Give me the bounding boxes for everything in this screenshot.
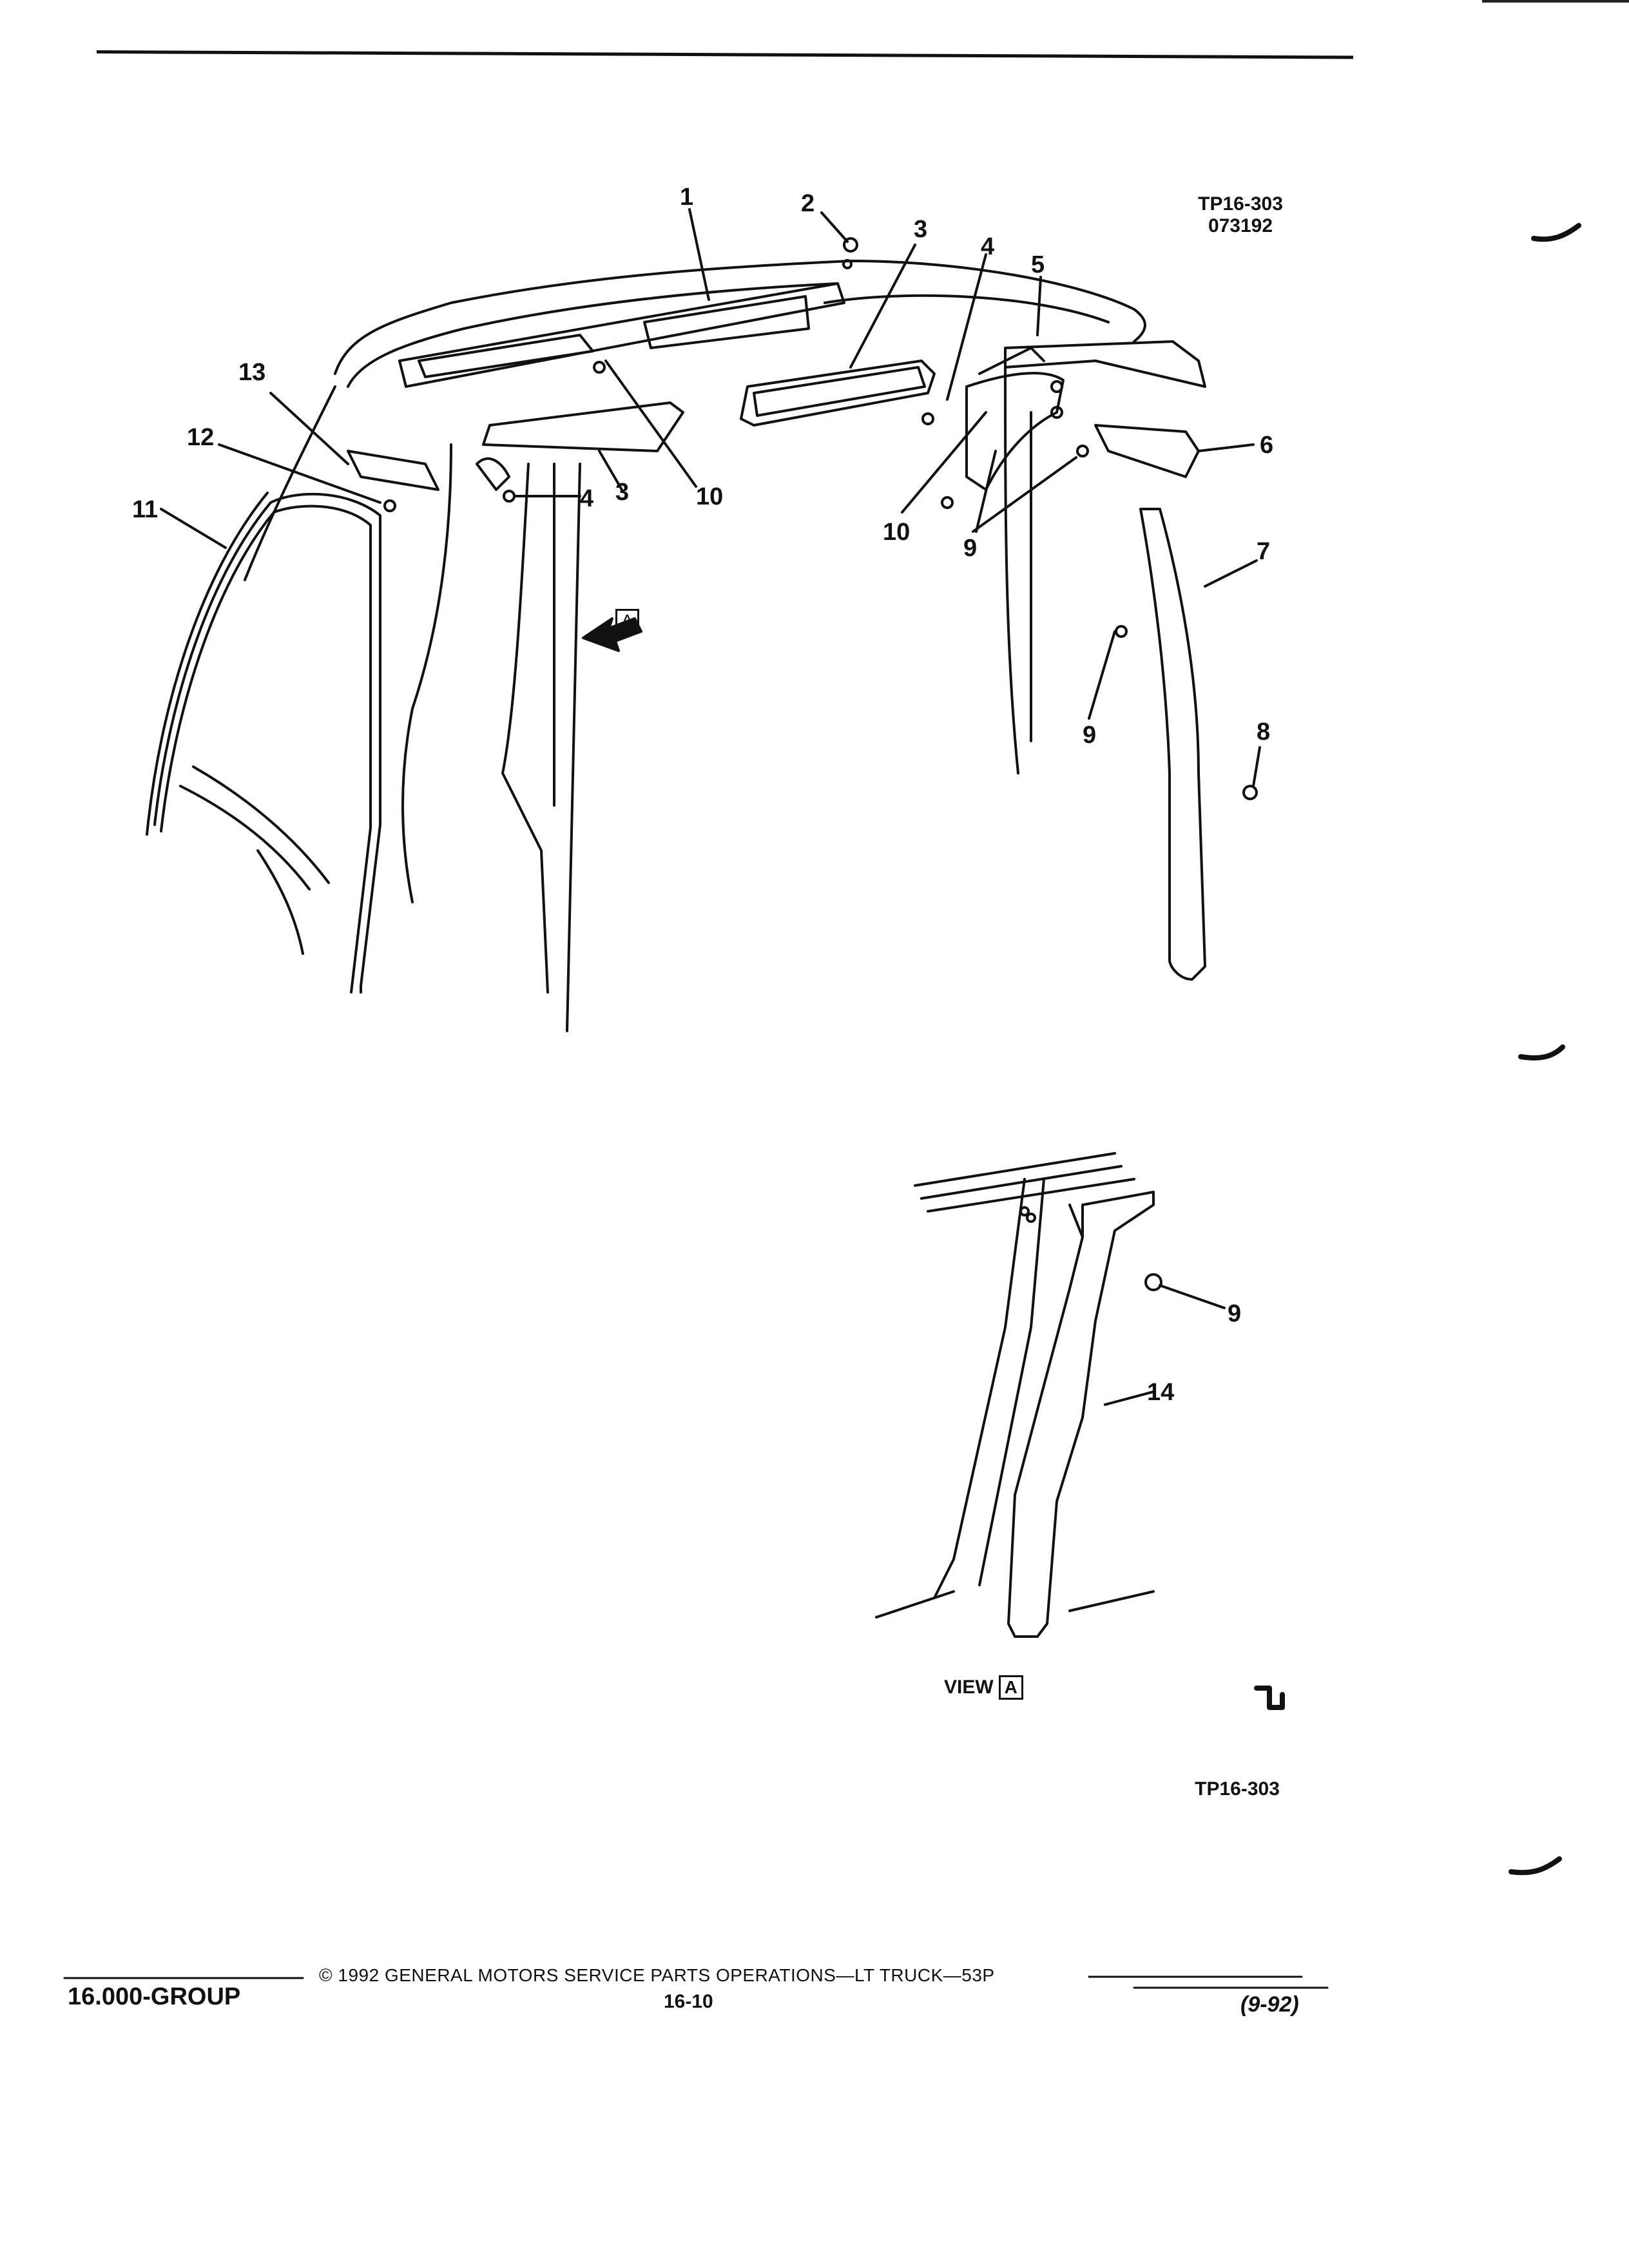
callout-14: 14 (1147, 1379, 1175, 1406)
footer-copyright: © 1992 GENERAL MOTORS SERVICE PARTS OPER… (319, 1965, 995, 1985)
callout-3-left: 3 (615, 479, 630, 506)
corner-rule (1482, 0, 1629, 3)
footer-group: 16.000-GROUP (68, 1983, 241, 2010)
callout-4-right: 4 (981, 233, 995, 260)
reference-code-line2: 073192 (1208, 215, 1273, 236)
callout-5: 5 (1031, 251, 1045, 278)
callout-10-left: 10 (696, 483, 724, 510)
callout-9-lower: 9 (1083, 722, 1097, 749)
footer-page-number: 16-10 (664, 1991, 713, 2012)
callout-12: 12 (187, 424, 215, 451)
callout-11: 11 (132, 496, 159, 523)
footer-date: (9-92) (1240, 1992, 1299, 2017)
reference-code-line1: TP16-303 (1198, 193, 1283, 215)
callout-3-right: 3 (914, 216, 928, 243)
view-label-letter: A (998, 1675, 1023, 1700)
callout-9-upper: 9 (963, 535, 978, 562)
callout-9-detail: 9 (1228, 1300, 1242, 1327)
callout-6: 6 (1260, 432, 1274, 459)
callout-1: 1 (680, 184, 694, 211)
callout-4-left: 4 (580, 485, 594, 512)
callout-2: 2 (801, 190, 815, 217)
callout-8: 8 (1257, 718, 1271, 745)
detail-reference-code: TP16-303 (1195, 1778, 1280, 1800)
callout-7: 7 (1257, 538, 1271, 565)
reference-code: TP16-303 073192 (1186, 193, 1295, 237)
callout-13: 13 (238, 359, 266, 386)
callout-10-right: 10 (883, 519, 911, 546)
view-a-arrow-box: A (615, 609, 639, 633)
view-label-text: VIEW (944, 1677, 994, 1698)
